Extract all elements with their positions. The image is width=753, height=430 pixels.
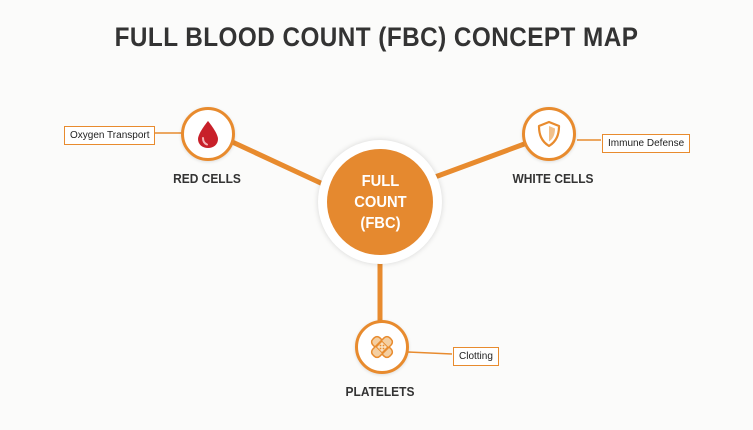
tag-oxygen-transport: Oxygen Transport xyxy=(64,126,156,145)
hub-node: FULL COUNT (FBC) xyxy=(318,140,442,264)
blood-drop-icon xyxy=(198,121,218,148)
connector-red xyxy=(225,137,328,188)
node-label-red-cells: RED CELLS xyxy=(173,171,241,186)
connector-white xyxy=(432,140,530,180)
hub-line-2: COUNT xyxy=(353,193,407,211)
node-label-platelets: PLATELETS xyxy=(345,384,415,399)
node-label-white-cells: WHITE CELLS xyxy=(512,171,594,186)
hub-circle: FULL COUNT (FBC) xyxy=(327,149,433,255)
node-white-cells xyxy=(522,107,576,161)
tag-clotting: Clotting xyxy=(453,347,499,366)
page-title: FULL BLOOD COUNT (FBC) CONCEPT MAP xyxy=(114,22,639,52)
hub-line-1: FULL xyxy=(361,172,399,190)
tag-leader-platelets xyxy=(407,351,453,355)
hub-line-3: (FBC) xyxy=(359,214,401,232)
tag-immune-defense: Immune Defense xyxy=(602,134,691,153)
shield-icon xyxy=(537,120,561,148)
node-red-cells xyxy=(181,107,235,161)
node-platelets xyxy=(355,320,409,374)
bandage-icon xyxy=(370,335,394,359)
